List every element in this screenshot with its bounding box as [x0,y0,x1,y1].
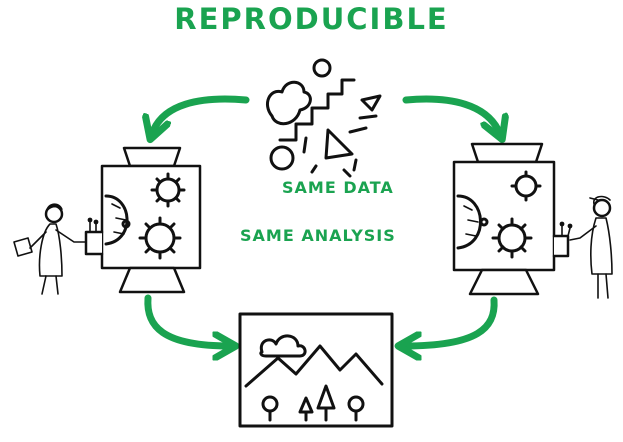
arrow-right-to-result [404,296,498,346]
diagram-title: REPRODUCIBLE [174,2,449,36]
arrow-to-left-machine [152,95,250,134]
arrow-left-to-result [144,294,230,346]
arrow-to-right-machine [402,95,500,134]
same-data-label: SAME DATA [282,178,394,197]
same-analysis-label: SAME ANALYSIS [240,226,396,245]
result-landscape-frame [238,312,394,428]
data-scribbles-icon [266,58,382,178]
left-researcher-figure [13,203,87,295]
right-researcher-figure [569,195,613,299]
flow-arrows [144,95,500,346]
right-analysis-machine-icon [452,142,573,296]
left-analysis-machine-icon [84,146,202,294]
